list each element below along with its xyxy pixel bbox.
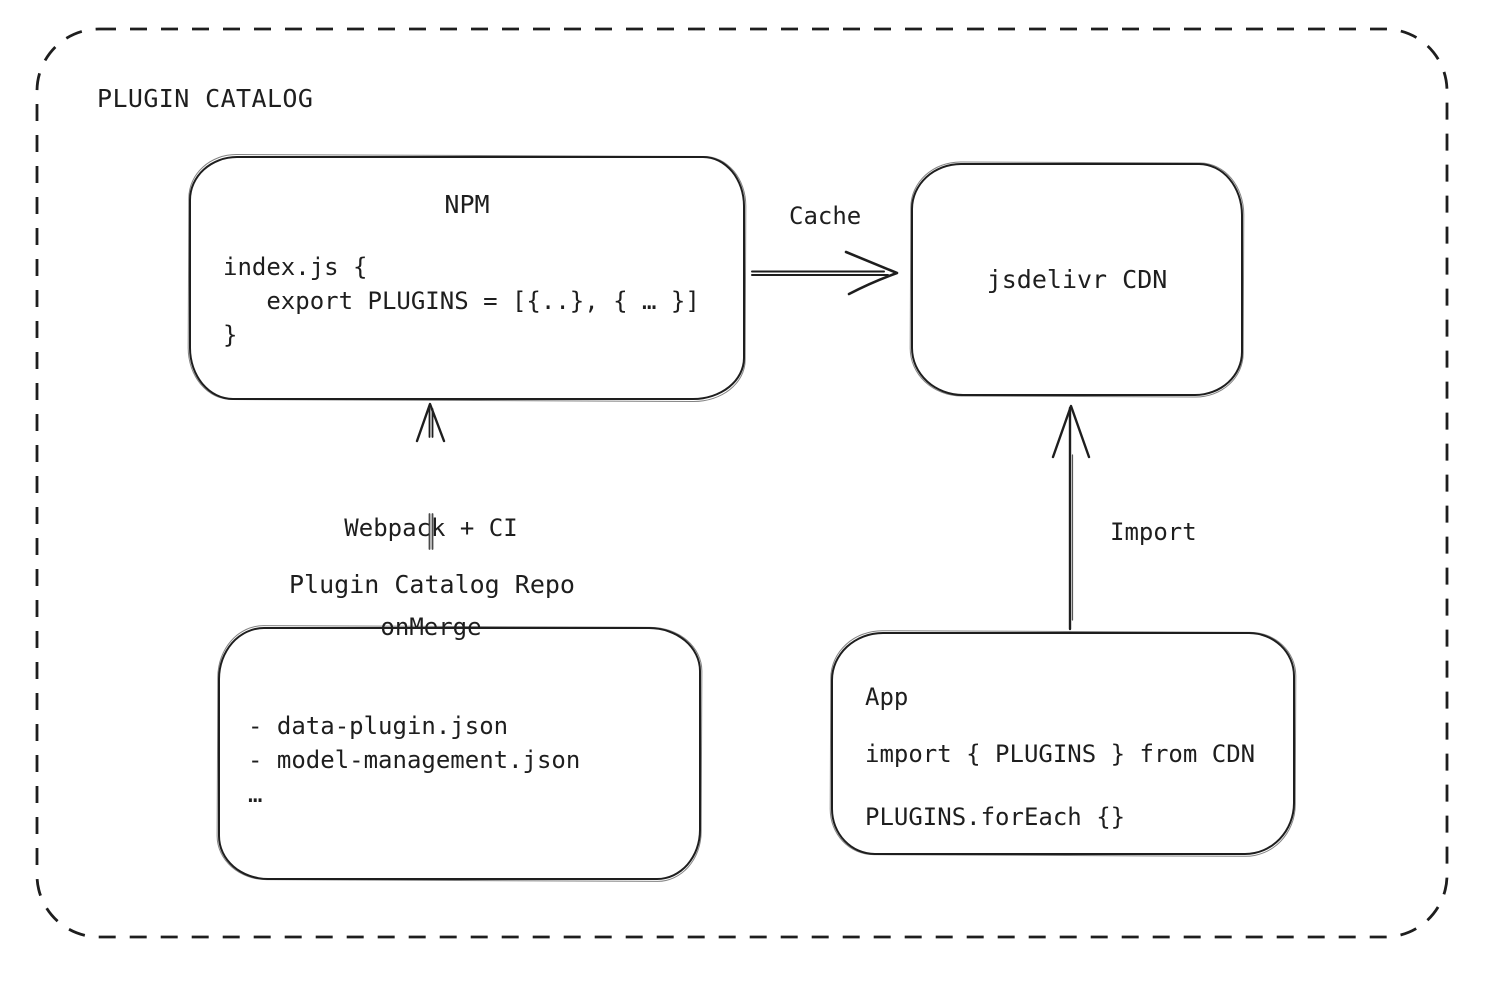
import-edge-label: Import [1110, 518, 1197, 546]
node-plugin-catalog-repo[interactable]: - data-plugin.json - model-management.js… [218, 627, 701, 880]
build-arrow [415, 402, 446, 550]
node-jsdelivr-cdn[interactable]: jsdelivr CDN [911, 163, 1243, 396]
cdn-label: jsdelivr CDN [986, 265, 1168, 294]
cache-arrow [751, 250, 899, 296]
repo-file-item: - data-plugin.json [248, 712, 509, 740]
diagram-title: PLUGIN CATALOG [97, 84, 314, 113]
npm-code-line: export PLUGINS = [{..}, { … }] [223, 287, 700, 315]
npm-code-line: } [223, 321, 238, 349]
repo-file-item: … [248, 780, 263, 808]
build-edge-label-line1: Webpack + CI [344, 514, 518, 542]
cache-edge-label: Cache [789, 202, 862, 230]
npm-title: NPM [444, 190, 490, 219]
import-arrow [1051, 404, 1091, 631]
node-npm[interactable]: NPM index.js { export PLUGINS = [{..}, {… [189, 156, 745, 400]
repo-heading: Plugin Catalog Repo [289, 570, 575, 599]
node-app[interactable]: App import { PLUGINS } from CDN PLUGINS.… [831, 632, 1295, 855]
app-code-line: import { PLUGINS } from CDN [865, 740, 1256, 768]
build-edge-label-line2: onMerge [380, 613, 482, 641]
npm-code-line: index.js { [223, 253, 368, 281]
app-title: App [865, 683, 909, 711]
build-edge-label: Webpack + CI onMerge [331, 446, 531, 710]
app-code-line: PLUGINS.forEach {} [865, 803, 1126, 831]
npm-code-block: index.js { export PLUGINS = [{..}, { … }… [191, 250, 743, 352]
repo-file-item: - model-management.json [248, 746, 581, 774]
outer-dashed-border [35, 27, 1449, 939]
